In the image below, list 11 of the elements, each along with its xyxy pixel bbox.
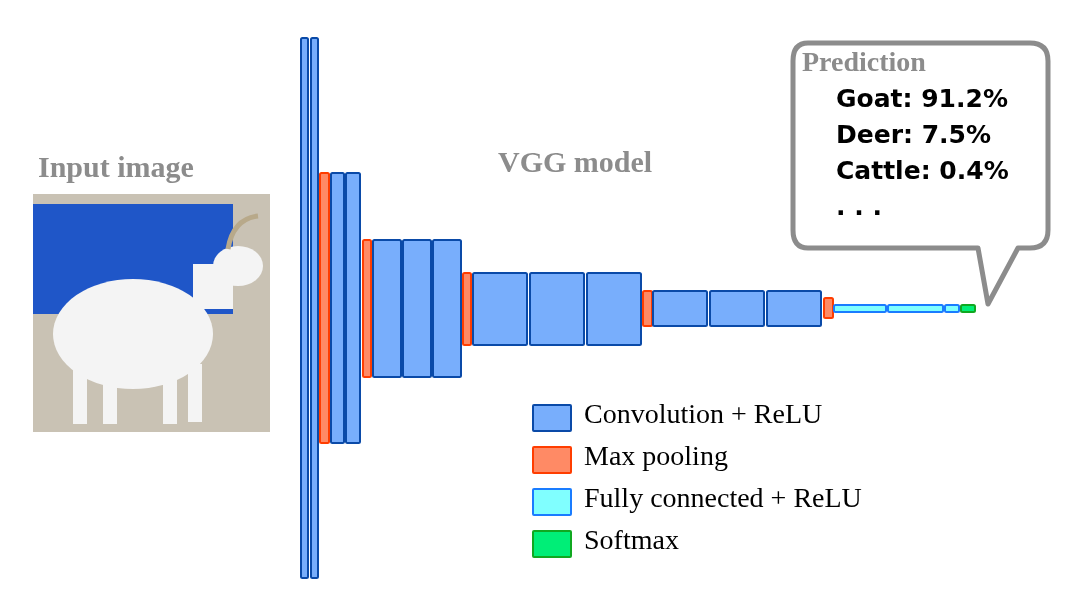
legend-text: Fully connected + ReLU (584, 482, 862, 514)
prediction-text: Deer: 7.5% (836, 120, 992, 149)
prediction-text: . . . (836, 192, 882, 221)
legend-text: Softmax (584, 524, 679, 556)
legend-text: Convolution + ReLU (584, 398, 823, 430)
heading: VGG model (498, 145, 653, 179)
heading: Input image (38, 150, 194, 184)
prediction-text: Cattle: 0.4% (836, 156, 1009, 185)
prediction-text: Goat: 91.2% (836, 84, 1008, 113)
legend-text: Max pooling (584, 440, 728, 472)
bubble-heading: Prediction (802, 46, 926, 78)
